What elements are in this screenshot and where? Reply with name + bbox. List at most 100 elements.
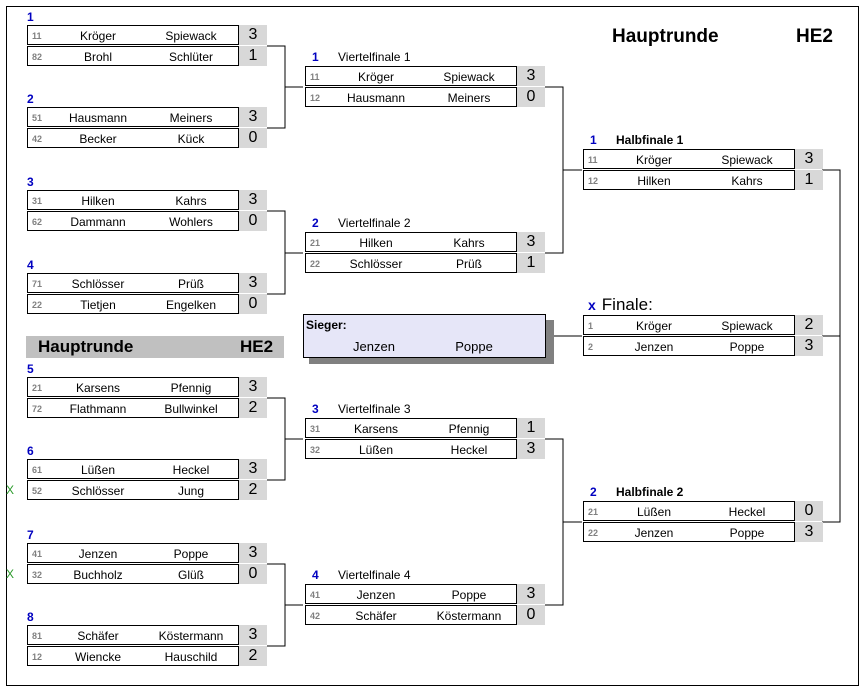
score-box: 1 bbox=[239, 46, 267, 66]
score-box: 3 bbox=[239, 190, 267, 210]
player-seed: 31 bbox=[32, 196, 43, 206]
player-name-2: Jung bbox=[177, 484, 205, 498]
player-name-2: Glüß bbox=[177, 568, 204, 582]
connector-r1-qf1 bbox=[267, 45, 303, 129]
player-name-2: Heckel bbox=[450, 443, 488, 457]
player-seed: 41 bbox=[310, 590, 321, 600]
score-box: 0 bbox=[239, 211, 267, 231]
player-name-2: Poppe bbox=[173, 547, 209, 561]
player-name-2: Prüß bbox=[177, 277, 204, 291]
score-box: 3 bbox=[239, 25, 267, 45]
left-heading-bar: Hauptrunde HE2 bbox=[26, 336, 284, 358]
connector-qf-sf1 bbox=[545, 86, 582, 254]
score-box: 1 bbox=[517, 253, 545, 273]
main-title: Hauptrunde bbox=[612, 26, 719, 47]
retired-mark: X bbox=[6, 483, 15, 497]
player-name-1: Lüßen bbox=[80, 463, 116, 477]
match-title: Viertelfinale 2 bbox=[338, 216, 411, 230]
player-name-1: Kröger bbox=[635, 153, 673, 167]
player-name-2: Spiewack bbox=[721, 319, 773, 333]
player-name-1: Schäfer bbox=[77, 629, 119, 643]
player-name-1: Karsens bbox=[75, 381, 121, 395]
player-seed: 62 bbox=[32, 217, 43, 227]
player-seed: 12 bbox=[588, 176, 599, 186]
player-name-1: Becker bbox=[79, 132, 117, 146]
bracket-frame bbox=[6, 6, 859, 686]
score-box: 3 bbox=[239, 377, 267, 397]
player-name-1: Hilken bbox=[359, 236, 393, 250]
player-seed: 22 bbox=[310, 259, 321, 269]
match-number: 3 bbox=[312, 402, 319, 416]
player-name-2: Poppe bbox=[729, 526, 765, 540]
match-number: 1 bbox=[590, 133, 597, 147]
player-seed: 22 bbox=[588, 528, 599, 538]
player-name-2: Spiewack bbox=[443, 70, 495, 84]
player-name-1: Lüßen bbox=[636, 505, 672, 519]
score-box: 2 bbox=[239, 398, 267, 418]
player-name-2: Engelken bbox=[165, 298, 217, 312]
connector-r1-qf3 bbox=[267, 397, 303, 481]
player-name-2: Wohlers bbox=[169, 215, 213, 229]
player-name-1: Kröger bbox=[357, 70, 395, 84]
player-seed: 2 bbox=[588, 342, 594, 352]
score-box: 0 bbox=[795, 501, 823, 521]
player-name-2: Köstermann bbox=[158, 629, 224, 643]
player-name-1: Wiencke bbox=[74, 650, 121, 664]
score-box: 0 bbox=[517, 87, 545, 107]
winner-player-2: Poppe bbox=[455, 339, 493, 354]
score-box: 3 bbox=[795, 149, 823, 169]
player-name-1: Schlösser bbox=[71, 277, 125, 291]
player-box: 81 Schäfer Köstermann bbox=[27, 625, 239, 645]
match-number: 1 bbox=[27, 10, 34, 24]
score-box: 0 bbox=[239, 294, 267, 314]
player-name-2: Poppe bbox=[451, 588, 487, 602]
player-name-2: Meiners bbox=[447, 91, 491, 105]
player-name-2: Köstermann bbox=[436, 609, 502, 623]
player-seed: 1 bbox=[588, 321, 594, 331]
score-box: 3 bbox=[239, 107, 267, 127]
player-seed: 72 bbox=[32, 404, 43, 414]
match-number: 4 bbox=[27, 258, 34, 272]
player-name-2: Kahrs bbox=[453, 236, 485, 250]
final-label: Finale: bbox=[601, 295, 653, 314]
player-name-1: Jenzen bbox=[634, 340, 674, 354]
player-seed: 81 bbox=[32, 631, 43, 641]
score-box: 1 bbox=[795, 170, 823, 190]
player-name-2: Meiners bbox=[169, 111, 213, 125]
player-name-1: Kröger bbox=[635, 319, 673, 333]
player-seed: 31 bbox=[310, 424, 321, 434]
